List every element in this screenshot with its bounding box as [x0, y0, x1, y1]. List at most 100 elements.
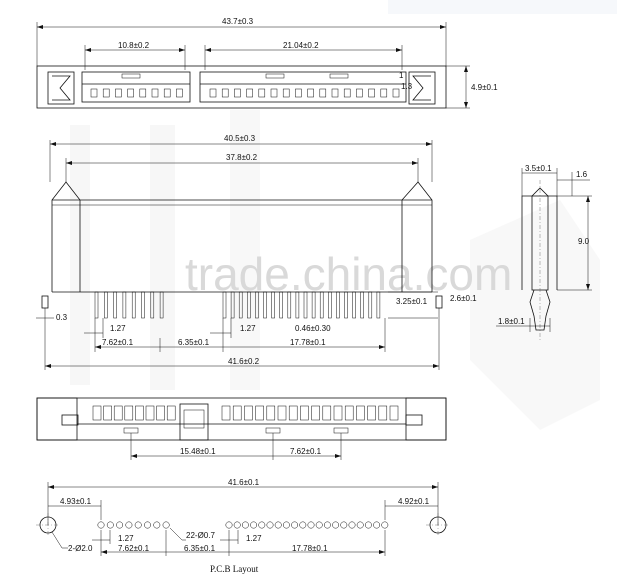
pin [176, 88, 183, 98]
pin [319, 88, 327, 98]
pin [263, 291, 267, 319]
pin [247, 291, 251, 319]
bottom-dim-b-label: 7.62±0.1 [290, 447, 322, 456]
pin [360, 291, 364, 319]
pin [389, 405, 399, 421]
pin [232, 405, 242, 421]
bottom-right-pin-row [221, 405, 399, 421]
pin [295, 88, 302, 98]
pin [234, 88, 241, 98]
pcb-hole [356, 521, 364, 529]
pcb-left-hole-row [97, 521, 170, 529]
pin [122, 291, 127, 319]
pin [287, 291, 292, 319]
pin [90, 88, 98, 98]
pin [279, 291, 283, 319]
pin [104, 291, 108, 319]
front-pin-offset-label: 0.3 [56, 313, 68, 322]
pcb-hole [106, 521, 114, 529]
pcb-pitch-left-label: 1.27 [118, 534, 134, 543]
pin [378, 405, 388, 421]
pin [255, 291, 259, 319]
pin [150, 291, 155, 319]
pin [344, 291, 348, 319]
front-inner-width-label: 37.8±0.2 [226, 153, 258, 162]
pcb-hole [241, 521, 249, 529]
pcb-hole [307, 521, 315, 529]
pin [311, 405, 320, 421]
pcb-hole [323, 521, 331, 529]
top-right-section-label: 21.04±0.2 [283, 41, 319, 50]
pin [209, 88, 217, 98]
pin [166, 405, 176, 421]
pin [336, 291, 340, 319]
pin [319, 291, 324, 319]
pcb-right-hole-row [225, 521, 389, 529]
front-overall-label: 41.6±0.2 [228, 357, 260, 366]
top-height-label: 4.9±0.1 [471, 83, 498, 92]
pin [288, 405, 298, 421]
pin [322, 405, 332, 421]
pcb-hole [291, 521, 299, 529]
pin [368, 88, 375, 98]
pin [230, 291, 235, 319]
pin [303, 291, 308, 319]
pin [270, 88, 278, 98]
side-bottom-width-label: 1.8±0.1 [498, 317, 525, 326]
pcb-hole [282, 521, 290, 529]
top-slot-label: 1.3 [401, 82, 413, 91]
pcb-hole [134, 521, 142, 529]
pin [356, 88, 363, 98]
pin [367, 405, 376, 421]
pcb-hole [266, 521, 274, 529]
front-pin-length-label: 3.25±0.1 [396, 297, 428, 306]
top-right-pin-row [209, 88, 400, 98]
bottom-view: 15.48±0.1 7.62±0.1 [36, 397, 447, 460]
front-view: 40.5±0.3 37.8±0.2 0.3 3.25±0.1 2.6±0.1 1… [36, 134, 477, 370]
pin [380, 88, 388, 98]
pin [258, 88, 266, 98]
pin [255, 405, 264, 421]
pin [246, 88, 253, 98]
pin [266, 405, 276, 421]
pcb-hole [225, 521, 233, 529]
pcb-hole [116, 521, 124, 529]
pin [113, 405, 123, 421]
pin [271, 291, 275, 319]
bottom-left-pin-row [92, 405, 176, 421]
pcb-hole [299, 521, 307, 529]
front-pitch-right-label: 1.27 [240, 324, 256, 333]
top-left-section-label: 10.8±0.2 [118, 41, 150, 50]
pin [307, 88, 314, 98]
pin [102, 88, 110, 98]
side-top-width-label: 3.5±0.1 [525, 164, 552, 173]
pcb-hole [125, 521, 133, 529]
front-right-pin-row [222, 291, 381, 319]
side-height-label: 9.0 [578, 237, 590, 246]
front-gap-label: 6.35±0.1 [178, 338, 210, 347]
pcb-caption: P.C.B Layout [210, 564, 259, 574]
front-span-right-label: 17.78±0.1 [290, 338, 326, 347]
pin [368, 291, 373, 319]
top-slot-mark: 1 [399, 71, 404, 80]
pin [328, 291, 332, 319]
pin [331, 88, 339, 98]
pcb-gap-label: 6.35±0.1 [184, 544, 216, 553]
pcb-hole [153, 521, 161, 529]
pin [135, 405, 144, 421]
pin [221, 405, 231, 421]
pin [343, 88, 351, 98]
pin [113, 291, 117, 319]
pcb-overall-label: 41.6±0.1 [228, 478, 260, 487]
pcb-mount-hole-label: 2-Ø2.0 [68, 544, 93, 553]
front-pin-size-label: 0.46±0.30 [295, 324, 331, 333]
pcb-span-left-label: 7.62±0.1 [118, 544, 150, 553]
pin [356, 405, 365, 421]
pcb-hole [381, 521, 389, 529]
pin [376, 291, 381, 319]
pin [333, 405, 343, 421]
pcb-hole [315, 521, 323, 529]
pin [222, 291, 227, 319]
pin [392, 88, 400, 98]
